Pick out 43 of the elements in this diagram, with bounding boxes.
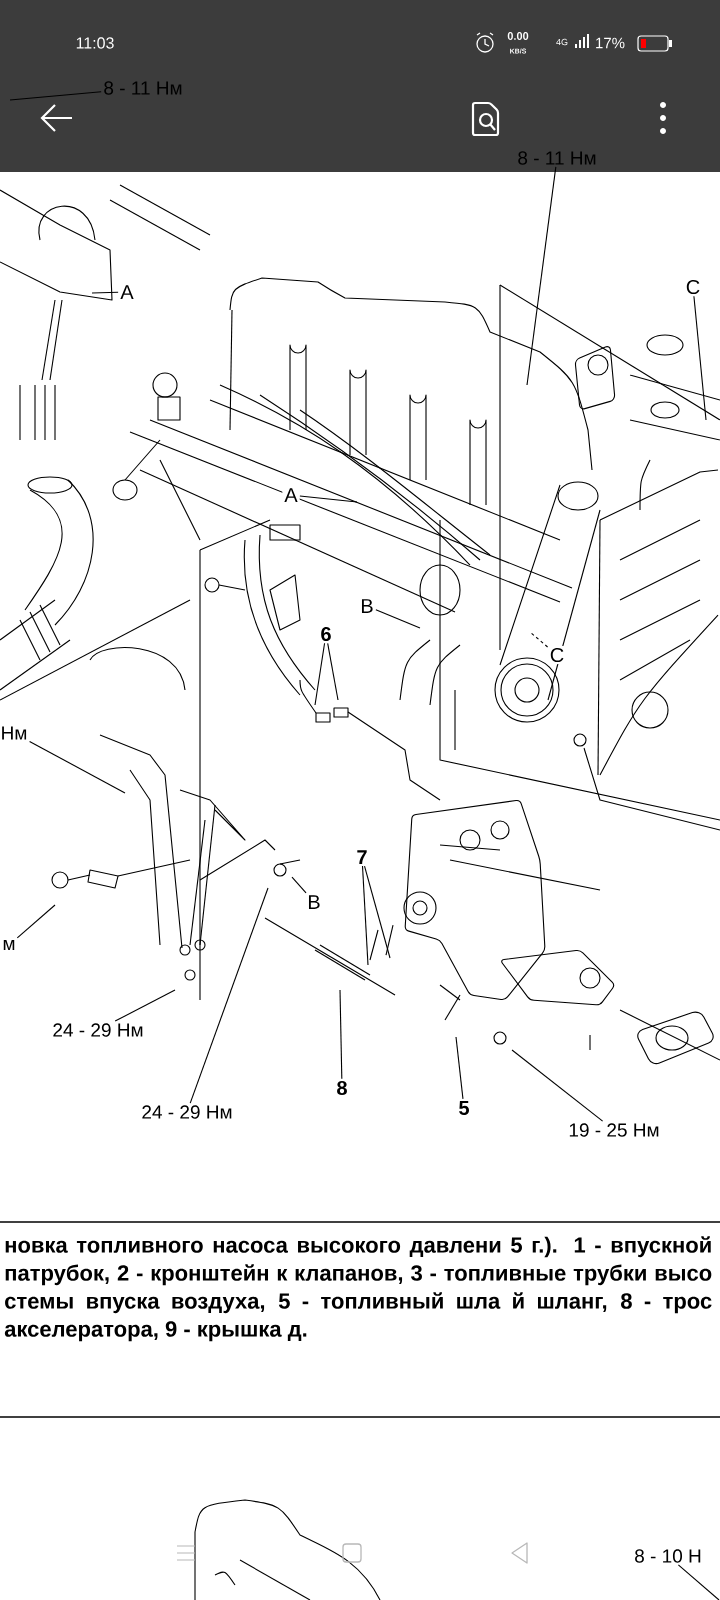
battery-percent: 17% [596, 37, 625, 49]
torque-label: м [3, 940, 15, 951]
torque-label: 19 - 25 Нм [569, 1123, 659, 1137]
leader-line [16, 904, 56, 939]
callout-number: 6 [321, 626, 331, 642]
callout-letter: B [362, 599, 373, 613]
callout-letter: A [282, 486, 300, 504]
leader-line [9, 91, 102, 101]
leader-line [29, 740, 126, 794]
leader-line [455, 1036, 464, 1100]
leader-line [189, 887, 269, 1104]
torque-label: Нм [2, 726, 27, 740]
figure-caption: новка топливного насоса высокого давлени 5 г.). 1 - впускной патрубок, 2 - кронштейн к клапанов, 3 - топливные трубки высо стемы впуска воздуха, 5 - топливный шла й шланг, 8 - трос акселератора, 9 - крышка д. [4, 1236, 712, 1342]
torque-label: 24 - 29 Нм [142, 1105, 232, 1119]
callout-letter: A [120, 285, 134, 299]
torque-label: 8 - 11 Нм [104, 81, 182, 95]
torque-label: 24 - 29 Нм [53, 1023, 143, 1037]
leader-line [299, 495, 358, 503]
leader-line [526, 166, 557, 386]
leader-line [361, 865, 369, 966]
leader-line [529, 631, 549, 648]
leader-line [363, 865, 391, 959]
leader-line [114, 989, 176, 1022]
leader-line [339, 989, 343, 1080]
leader-line [693, 295, 707, 421]
torque-label: 8 - 11 Нм [518, 151, 596, 165]
callout-letter: B [309, 895, 320, 909]
network-speed: 0.00 [507, 32, 529, 40]
leader-line [511, 1049, 604, 1122]
callout-number: 8 [337, 1080, 347, 1096]
leader-line [314, 642, 326, 706]
network-type: 4G [556, 38, 568, 46]
leader-line [375, 609, 421, 629]
callout-number: 5 [459, 1101, 469, 1115]
leader-line [91, 291, 119, 294]
torque-label: 8 - 10 Н [635, 1549, 701, 1563]
leader-line [677, 1564, 720, 1600]
callout-letter: C [686, 279, 700, 295]
leader-line [327, 642, 339, 701]
status-time: 11:03 [76, 37, 114, 49]
callout-letter: C [547, 645, 567, 665]
leader-line [291, 876, 307, 894]
callout-number: 7 [357, 850, 367, 864]
